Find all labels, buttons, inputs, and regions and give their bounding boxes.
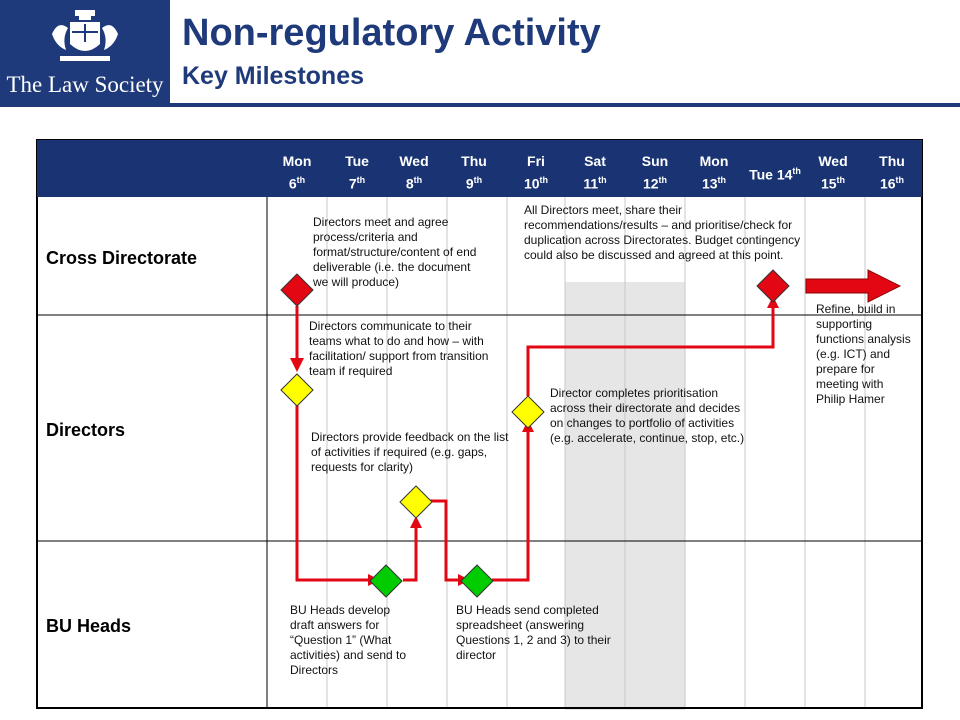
day-header: Tue 14th (744, 162, 806, 185)
note-directors-communicate: Directors communicate to their teams wha… (309, 319, 489, 378)
day-name: Sat (584, 153, 606, 169)
day-header: Sun 12th (625, 152, 685, 194)
day-name: Tue (749, 166, 773, 183)
milestone-yellow (280, 373, 314, 407)
day-number: 14 (776, 166, 793, 183)
day-header: Mon 6th (267, 152, 327, 194)
continue-arrow (805, 269, 902, 303)
day-name: Wed (399, 153, 429, 169)
day-number: 8 (405, 175, 414, 192)
milestone-red (756, 269, 790, 303)
day-suffix: th (473, 175, 483, 185)
day-number: 12 (642, 175, 659, 192)
day-header: Sat 11th (565, 152, 625, 194)
day-name: Wed (818, 153, 848, 169)
page-subtitle: Key Milestones (182, 62, 365, 90)
day-suffix: th (792, 166, 801, 176)
row-label-cross-directorate: Cross Directorate (46, 248, 198, 268)
day-suffix: th (296, 175, 306, 185)
day-header: Wed 15th (803, 152, 863, 194)
note-directors-meet: Directors meet and agree process/criteri… (313, 215, 477, 289)
day-number: 13 (701, 175, 718, 192)
milestone-green (460, 564, 494, 598)
day-number: 7 (348, 175, 357, 192)
title-underline (170, 103, 960, 107)
day-header: Wed 8th (384, 152, 444, 194)
crest-icon (52, 10, 118, 61)
day-name: Thu (879, 153, 905, 169)
note-bu-heads-send: BU Heads send completed spreadsheet (ans… (456, 603, 611, 662)
day-suffix: th (539, 175, 549, 185)
day-number: 10 (523, 175, 540, 192)
milestone-red (280, 273, 314, 307)
flow-connectors (295, 306, 775, 582)
day-suffix: th (717, 175, 727, 185)
milestone-yellow (399, 485, 433, 519)
day-name: Mon (282, 153, 312, 169)
day-suffix: th (598, 175, 607, 185)
note-bu-heads-draft: BU Heads develop draft answers for “Ques… (290, 603, 407, 677)
day-header: Mon 13th (684, 152, 744, 194)
note-director-prioritisation: Director completes prioritisation across… (550, 386, 745, 445)
page-title: Non-regulatory Activity (182, 12, 601, 54)
logo-wordmark: The Law Society (6, 72, 164, 97)
logo: The Law Society (0, 0, 170, 107)
note-all-directors-meet: All Directors meet, share their recommen… (524, 203, 801, 262)
day-header: Thu 9th (444, 152, 504, 194)
day-number: 6 (288, 175, 297, 192)
day-number: 15 (820, 175, 837, 192)
note-directors-feedback: Directors provide feedback on the list o… (311, 430, 509, 474)
row-label-directors: Directors (46, 420, 126, 440)
note-refine: Refine, build in supporting functions an… (816, 302, 911, 406)
day-name: Fri (527, 153, 545, 169)
day-suffix: th (413, 175, 423, 185)
day-number: 9 (465, 175, 474, 192)
day-header: Tue 7th (327, 152, 387, 194)
day-name: Thu (461, 153, 487, 169)
day-name: Mon (699, 153, 729, 169)
milestone-yellow (511, 395, 545, 429)
milestone-green (369, 564, 403, 598)
day-number: 11 (583, 175, 599, 192)
day-header: Fri 10th (506, 152, 566, 194)
day-suffix: th (356, 175, 366, 185)
day-suffix: th (658, 175, 668, 185)
day-suffix: th (895, 175, 905, 185)
day-suffix: th (836, 175, 846, 185)
day-number: 16 (879, 175, 896, 192)
day-name: Sun (641, 153, 669, 169)
row-label-bu-heads: BU Heads (46, 616, 132, 636)
day-name: Tue (345, 153, 369, 169)
timeline-header (37, 140, 922, 197)
day-header: Thu 16th (862, 152, 922, 194)
